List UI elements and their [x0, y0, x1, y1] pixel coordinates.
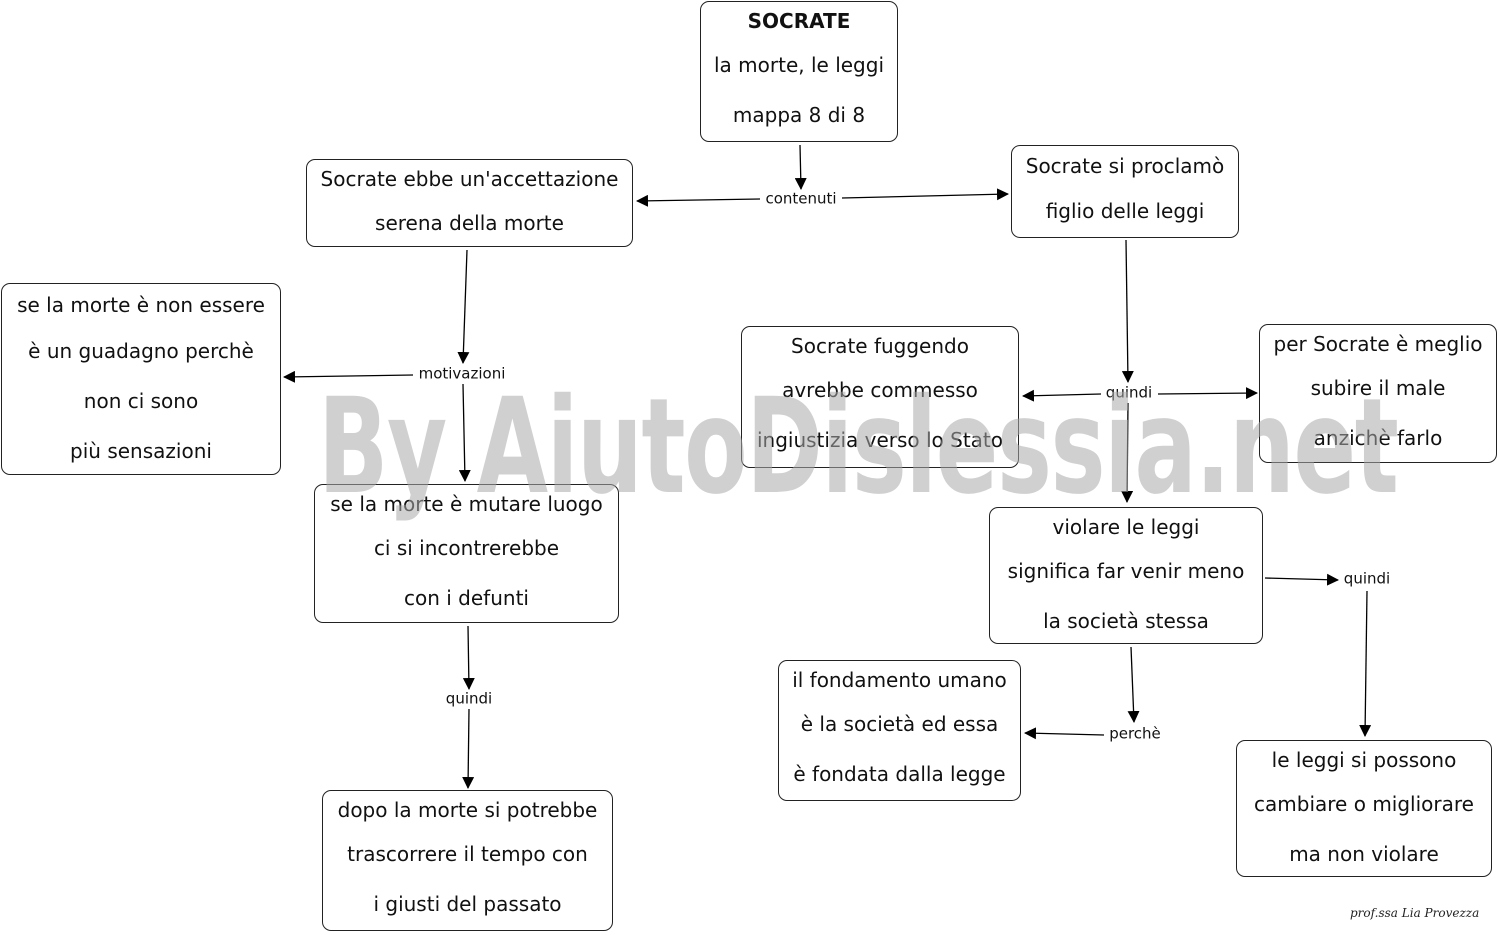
node-line: significa far venir meno	[1007, 559, 1245, 583]
title-map-number: mappa 8 di 8	[732, 103, 866, 127]
connector-line	[1157, 387, 1258, 400]
node-fuggendo[interactable]: Socrate fuggendo avrebbe commesso ingius…	[741, 326, 1019, 468]
node-line: con i defunti	[404, 586, 529, 610]
node-line: Socrate fuggendo	[791, 334, 969, 358]
node-proclamo[interactable]: Socrate si proclamò figlio delle leggi	[1011, 145, 1239, 238]
node-line: trascorrere il tempo con	[347, 842, 588, 866]
connector-line	[1022, 389, 1102, 402]
connector-line	[1127, 646, 1140, 723]
node-line: non ci sono	[83, 389, 199, 413]
node-line: per Socrate è meglio	[1273, 332, 1483, 356]
node-line: la società stessa	[1043, 609, 1209, 633]
node-line: Socrate ebbe un'accettazione	[320, 167, 619, 191]
node-line: figlio delle leggi	[1045, 199, 1205, 223]
title-box[interactable]: SOCRATE la morte, le leggi mappa 8 di 8	[700, 1, 898, 142]
connector-line	[1359, 590, 1372, 737]
title-heading: SOCRATE	[747, 9, 851, 33]
node-line: il fondamento umano	[792, 668, 1007, 692]
connector-line	[1121, 239, 1134, 383]
node-line: serena della morte	[375, 211, 564, 235]
connector-line	[462, 625, 475, 690]
node-line: è un guadagno perchè	[28, 339, 254, 363]
connector-line	[283, 370, 414, 383]
connector-line	[794, 144, 807, 190]
node-line: anzichè farlo	[1313, 426, 1443, 450]
node-line: le leggi si possono	[1271, 748, 1457, 772]
connector-line	[1264, 573, 1339, 586]
node-line: violare le leggi	[1052, 515, 1200, 539]
link-label-contenuti: contenuti	[762, 190, 840, 208]
link-label-quindi-center: quindi	[1102, 384, 1156, 402]
node-accettazione[interactable]: Socrate ebbe un'accettazione serena dell…	[306, 159, 633, 247]
node-fondamento[interactable]: il fondamento umano è la società ed essa…	[778, 660, 1021, 801]
node-line: subire il male	[1310, 376, 1446, 400]
title-subtitle: la morte, le leggi	[714, 53, 884, 77]
link-label-quindi-left: quindi	[442, 690, 496, 708]
node-line: è fondata dalla legge	[793, 762, 1006, 786]
connector-line	[1121, 402, 1134, 503]
node-line: più sensazioni	[70, 439, 212, 463]
connector-line	[1024, 727, 1105, 740]
node-line: se la morte è mutare luogo	[330, 492, 603, 516]
connector-line	[841, 188, 1009, 201]
node-mutare-luogo[interactable]: se la morte è mutare luogo ci si incontr…	[314, 484, 619, 623]
node-line: è la società ed essa	[800, 712, 999, 736]
node-cambiare[interactable]: le leggi si possono cambiare o migliorar…	[1236, 740, 1492, 877]
connector-line	[462, 708, 475, 789]
node-line: dopo la morte si potrebbe	[337, 798, 598, 822]
connector-line	[458, 383, 471, 482]
node-violare[interactable]: violare le leggi significa far venir men…	[989, 507, 1263, 644]
node-line: ingiustizia verso lo Stato	[756, 428, 1004, 452]
node-line: avrebbe commesso	[782, 378, 978, 402]
node-dopo-morte[interactable]: dopo la morte si potrebbe trascorrere il…	[322, 790, 613, 931]
connector-line	[457, 249, 470, 364]
node-line: ma non violare	[1289, 842, 1439, 866]
node-meglio[interactable]: per Socrate è meglio subire il male anzi…	[1259, 324, 1497, 463]
link-label-motivazioni: motivazioni	[415, 365, 509, 383]
node-line: i giusti del passato	[373, 892, 562, 916]
node-non-essere[interactable]: se la morte è non essere è un guadagno p…	[1, 283, 281, 475]
node-line: ci si incontrerebbe	[373, 536, 560, 560]
node-line: se la morte è non essere	[17, 293, 265, 317]
node-line: cambiare o migliorare	[1254, 792, 1474, 816]
link-label-quindi-right: quindi	[1340, 570, 1394, 588]
node-line: Socrate si proclamò	[1025, 154, 1225, 178]
connector-line	[636, 194, 761, 207]
author-credit: prof.ssa Lia Provezza	[1350, 906, 1480, 920]
link-label-perche: perchè	[1106, 725, 1164, 743]
